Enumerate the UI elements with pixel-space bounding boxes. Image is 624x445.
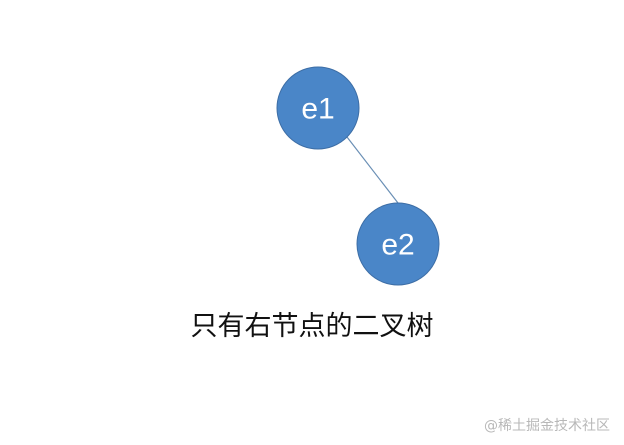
diagram-caption: 只有右节点的二叉树 — [190, 311, 434, 342]
node-e2-label: e2 — [381, 229, 414, 262]
node-e1-circle — [276, 66, 360, 150]
node-e1: e1 — [276, 66, 360, 150]
node-e2: e2 — [356, 202, 440, 286]
node-e1-label: e1 — [301, 93, 334, 126]
edge-e1-e2 — [346, 136, 399, 204]
node-e2-circle — [356, 202, 440, 286]
watermark: @稀土掘金技术社区 — [484, 418, 610, 434]
